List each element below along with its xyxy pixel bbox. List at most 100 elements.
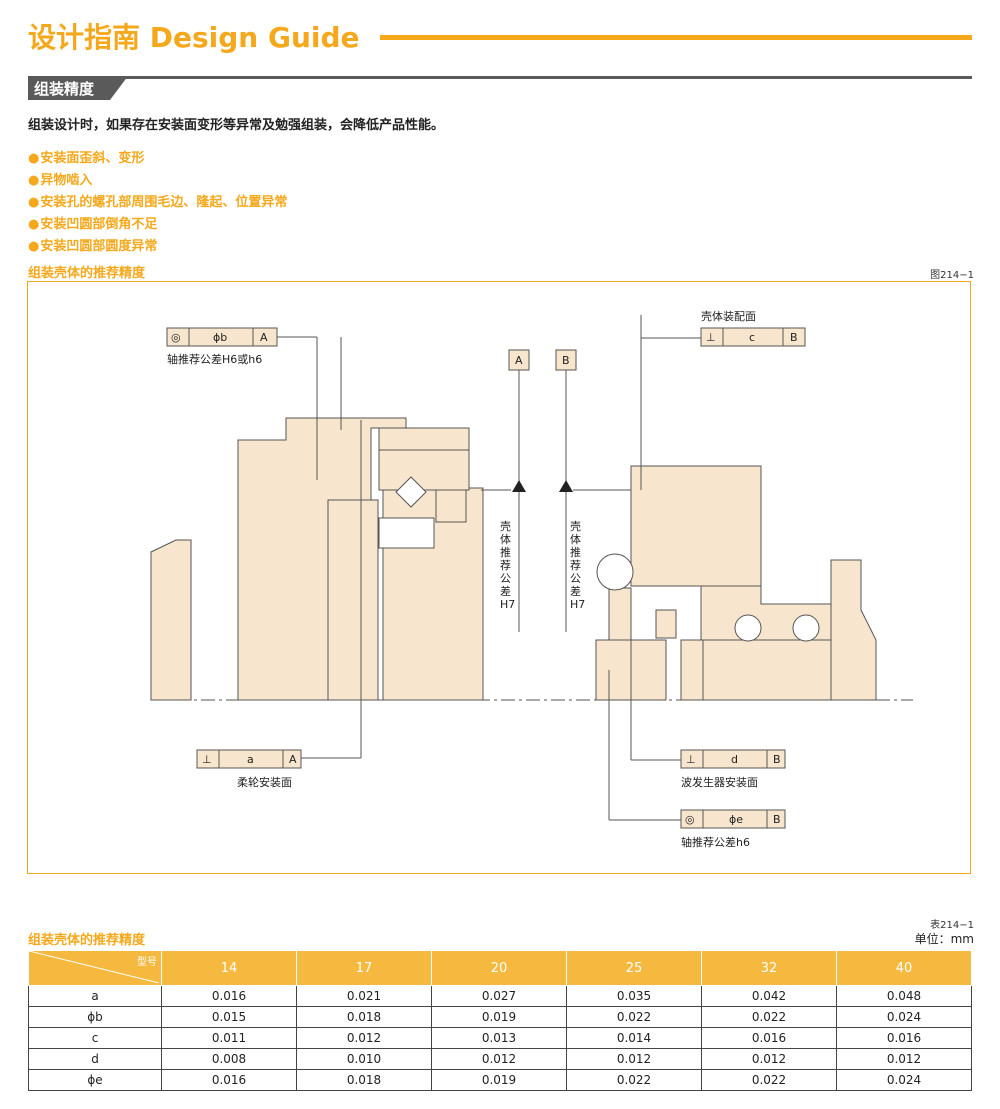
svg-text:推: 推: [570, 545, 581, 559]
svg-text:差: 差: [500, 584, 511, 598]
column-header: 40: [836, 950, 972, 986]
svg-text:B: B: [562, 354, 570, 367]
housing-surface-label: 壳体装配面: [701, 309, 756, 323]
svg-text:◎: ◎: [685, 813, 695, 826]
svg-text:A: A: [260, 331, 268, 344]
column-header: 25: [566, 950, 702, 986]
svg-text:ϕe: ϕe: [729, 813, 743, 826]
table-cell: 0.027: [431, 985, 567, 1007]
svg-text:荐: 荐: [570, 559, 581, 572]
table-row: ϕe 0.016 0.018 0.019 0.022 0.022 0.024: [28, 1069, 972, 1091]
tolerance-frame-a: ⊥ a A: [196, 749, 302, 769]
table-cell: 0.019: [431, 1069, 567, 1091]
svg-text:B: B: [773, 753, 781, 766]
table-cell: 0.011: [161, 1027, 297, 1049]
svg-text:c: c: [749, 331, 755, 344]
table-row: a 0.016 0.021 0.027 0.035 0.042 0.048: [28, 985, 972, 1007]
svg-text:体: 体: [500, 532, 511, 546]
table-cell: 0.013: [431, 1027, 567, 1049]
row-label: c: [28, 1027, 162, 1049]
table-row: d 0.008 0.010 0.012 0.012 0.012 0.012: [28, 1048, 972, 1070]
datum-a-arrow: [512, 480, 526, 492]
table-label: 表214−1: [930, 920, 974, 931]
row-label: ϕb: [28, 1006, 162, 1028]
bullet-item: 安装凹圆部圆度异常: [28, 236, 287, 258]
table-cell: 0.024: [836, 1069, 972, 1091]
row-label: ϕe: [28, 1069, 162, 1091]
svg-text:体: 体: [570, 532, 581, 546]
table-cell: 0.019: [431, 1006, 567, 1028]
table-corner-cell: 型号: [28, 950, 162, 986]
svg-text:A: A: [289, 753, 297, 766]
svg-text:壳: 壳: [500, 519, 511, 533]
row-label: a: [28, 985, 162, 1007]
table-unit: 单位：mm: [914, 932, 974, 946]
column-header: 14: [161, 950, 297, 986]
table-cell: 0.016: [836, 1027, 972, 1049]
svg-text:a: a: [247, 753, 254, 766]
assembly-diagram: A B ◎ ϕb A 轴推荐公差H6或h6 壳体装配面 ⊥ c B ⊥ a A …: [150, 309, 913, 849]
table-cell: 0.018: [296, 1006, 432, 1028]
table-row: c 0.011 0.012 0.013 0.014 0.016 0.016: [28, 1027, 972, 1049]
svg-text:A: A: [515, 354, 523, 367]
row-label: d: [28, 1048, 162, 1070]
datum-a-box: A: [508, 349, 530, 371]
table-cell: 0.012: [296, 1027, 432, 1049]
column-header: 32: [701, 950, 837, 986]
precision-table: 型号 14 17 20 25 32 40 a 0.016 0.021 0.027…: [28, 950, 972, 1091]
table-cell: 0.010: [296, 1048, 432, 1070]
table-cell: 0.048: [836, 985, 972, 1007]
table-cell: 0.015: [161, 1006, 297, 1028]
svg-text:推: 推: [500, 545, 511, 559]
wavegen-surface-label: 波发生器安装面: [681, 775, 758, 789]
model-header: 型号: [137, 957, 157, 968]
svg-text:荐: 荐: [500, 559, 511, 572]
svg-text:⊥: ⊥: [202, 753, 212, 766]
tolerance-frame-b: ◎ ϕb A: [166, 327, 278, 347]
table-row: ϕb 0.015 0.018 0.019 0.022 0.022 0.024: [28, 1006, 972, 1028]
svg-text:◎: ◎: [171, 331, 181, 344]
section-title: 组装精度: [34, 80, 95, 98]
tolerance-frame-d: ⊥ d B: [680, 749, 786, 769]
assembly-figure: A B ◎ ϕb A 轴推荐公差H6或h6 壳体装配面 ⊥ c B ⊥ a A …: [27, 281, 971, 874]
svg-text:B: B: [790, 331, 798, 344]
column-header: 20: [431, 950, 567, 986]
table-cell: 0.021: [296, 985, 432, 1007]
datum-b-box: B: [555, 349, 577, 371]
table-cell: 0.012: [566, 1048, 702, 1070]
table-cell: 0.022: [566, 1006, 702, 1028]
table-cell: 0.012: [431, 1048, 567, 1070]
housing-tolerance-label-2: 壳 体 推 荐 公 差 H7: [570, 519, 585, 611]
svg-text:⊥: ⊥: [686, 753, 696, 766]
svg-text:d: d: [731, 753, 738, 766]
svg-text:H7: H7: [500, 598, 515, 611]
tolerance-frame-e: ◎ ϕe B: [680, 809, 786, 829]
shaft-tolerance-top-label: 轴推荐公差H6或h6: [167, 352, 262, 366]
table-cell: 0.024: [836, 1006, 972, 1028]
svg-text:公: 公: [500, 572, 511, 585]
column-header: 17: [296, 950, 432, 986]
table-title: 组装壳体的推荐精度: [28, 933, 146, 948]
page-title: 设计指南 Design Guide: [28, 21, 360, 54]
table-cell: 0.022: [566, 1069, 702, 1091]
table-cell: 0.035: [566, 985, 702, 1007]
table-cell: 0.012: [701, 1048, 837, 1070]
table-cell: 0.008: [161, 1048, 297, 1070]
table-cell: 0.042: [701, 985, 837, 1007]
svg-text:公: 公: [570, 572, 581, 585]
table-cell: 0.016: [161, 985, 297, 1007]
section-tab: [28, 76, 128, 100]
table-cell: 0.022: [701, 1069, 837, 1091]
svg-text:B: B: [773, 813, 781, 826]
bullet-item: 安装凹圆部倒角不足: [28, 214, 287, 236]
table-cell: 0.022: [701, 1006, 837, 1028]
bullet-item: 异物啮入: [28, 170, 287, 192]
svg-text:ϕb: ϕb: [213, 331, 227, 344]
svg-text:差: 差: [570, 584, 581, 598]
intro-text: 组装设计时，如果存在安装面变形等异常及勉强组装，会降低产品性能。: [28, 118, 445, 133]
leader-lines: [277, 315, 701, 821]
housing-tolerance-label-1: 壳 体 推 荐 公 差 H7: [500, 519, 515, 611]
bullet-item: 安装孔的螺孔部周围毛边、隆起、位置异常: [28, 192, 287, 214]
bullet-list: 安装面歪斜、变形 异物啮入 安装孔的螺孔部周围毛边、隆起、位置异常 安装凹圆部倒…: [28, 148, 287, 258]
table-cell: 0.016: [161, 1069, 297, 1091]
